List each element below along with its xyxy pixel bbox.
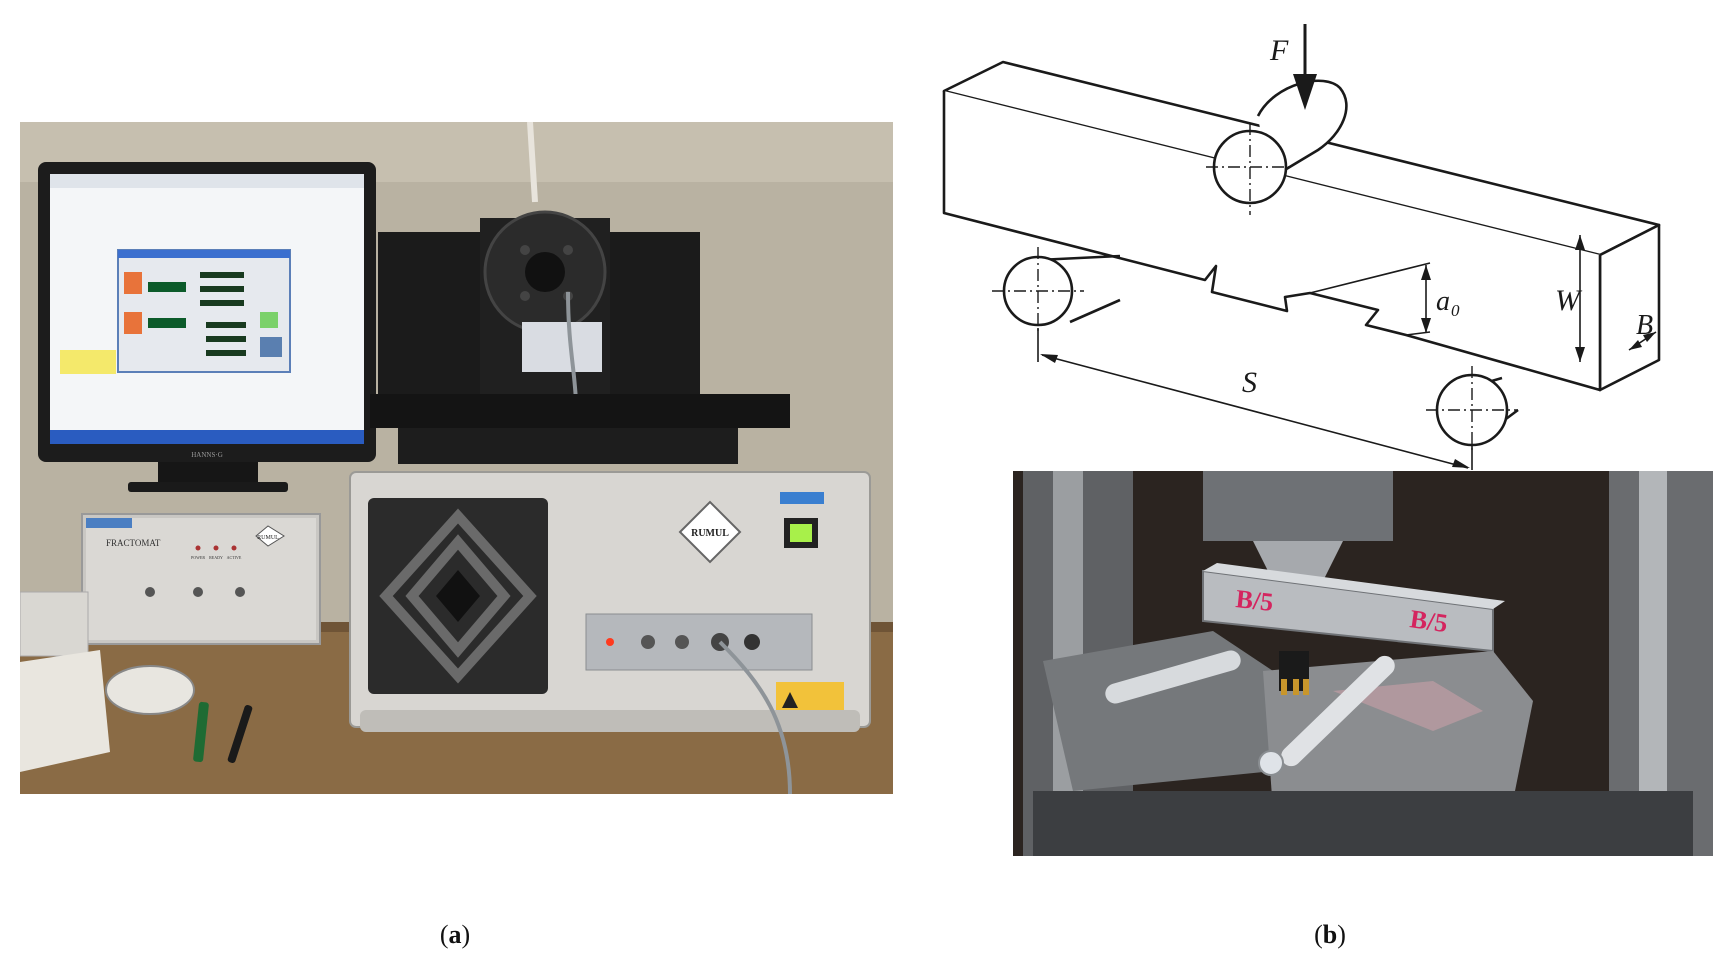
specimen-mark-left: B/5 — [1234, 584, 1274, 617]
caption-b: (b) — [1314, 920, 1346, 949]
caption-b-letter: b — [1322, 920, 1338, 949]
thickness-label: B — [1636, 310, 1653, 341]
span-label: S — [1242, 366, 1257, 399]
controller-box: FRACTOMAT RUMUL POWER READY ACTIVE — [81, 513, 321, 645]
monitor: HANNS·G — [38, 162, 376, 492]
controller-label: FRACTOMAT — [106, 538, 161, 548]
monitor-brand: HANNS·G — [191, 451, 223, 459]
panel-b-photo: B/5 B/5 — [1013, 471, 1713, 856]
main-unit: RUMUL — [349, 471, 871, 794]
light-label-power: POWER — [191, 555, 205, 560]
light-label-ready: READY — [209, 555, 223, 560]
crack-label: a — [1436, 286, 1450, 317]
force-arrow — [1293, 24, 1317, 110]
beam-end-face — [1598, 223, 1661, 392]
specimen-bar: B/5 B/5 — [1202, 563, 1505, 653]
controller-brand: RUMUL — [257, 535, 279, 541]
specimen-mark-right: B/5 — [1408, 604, 1449, 638]
resonator-head — [370, 210, 790, 464]
three-point-bend-schematic: F S a 0 W B — [942, 24, 1661, 480]
main-unit-brand: RUMUL — [691, 528, 729, 539]
width-label: W — [1555, 284, 1583, 317]
specimen-fixture-illustration: B/5 B/5 — [1013, 471, 1713, 856]
force-label: F — [1269, 34, 1289, 67]
light-label-active: ACTIVE — [227, 555, 242, 560]
lab-setup-illustration: HANNS·G FRACTOMAT RUMUL POWER READY ACTI… — [20, 122, 893, 794]
panel-b-diagram: F S a 0 W B — [930, 10, 1670, 480]
caption-a: (a) — [439, 920, 471, 949]
panel-a-photo: HANNS·G FRACTOMAT RUMUL POWER READY ACTI… — [20, 122, 893, 794]
crack-subscript: 0 — [1451, 301, 1460, 320]
caption-a-letter: a — [448, 920, 462, 949]
